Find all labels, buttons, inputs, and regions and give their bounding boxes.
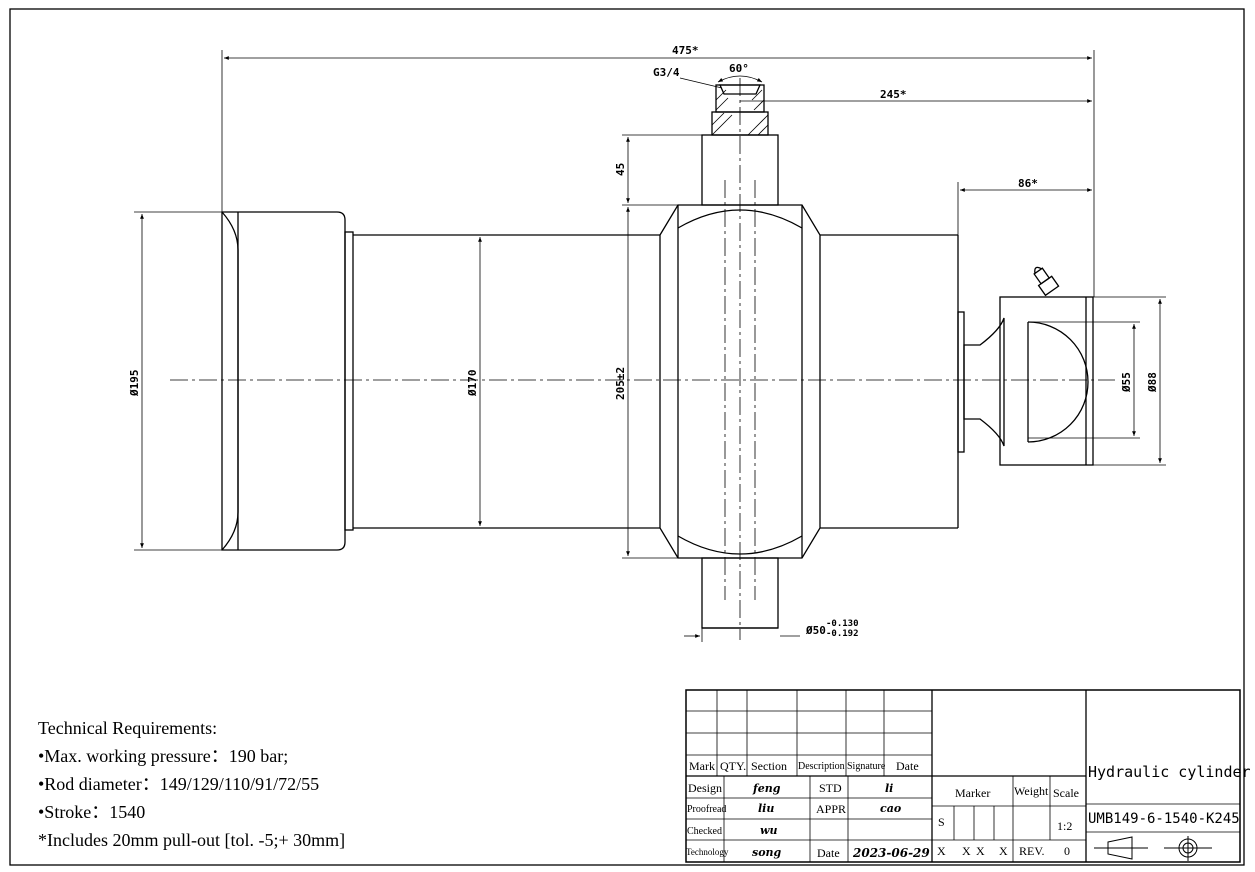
end-cap [221,211,346,551]
requirement-item: *Includes 20mm pull-out [tol. -5;+ 30mm] [38,830,345,850]
drawing-frame [9,8,1245,866]
dim-overall-length: 475* [672,44,699,57]
dimension-lines [134,50,1166,642]
tb-s-label: S [938,815,945,829]
tb-std-name: li [885,782,893,795]
requirement-item: •Rod diameter：149/129/110/91/72/55 [38,774,319,794]
tb-header-signature: Signature [847,761,886,772]
tb-appr-name: cao [880,802,901,815]
dim-port-to-end: 245* [880,88,907,101]
requirements-title: Technical Requirements: [38,718,217,738]
tb-header-date: Date [896,759,919,773]
tb-x-mark: X [999,844,1008,858]
tb-std-label: STD [819,781,842,795]
tb-scale-value: 1:2 [1057,819,1072,833]
port-hatching [711,89,769,136]
title-block-grid [685,689,1241,863]
dim-port-thread: G3/4 [653,66,680,79]
tb-x-mark: X [976,844,985,858]
dim-outer-diameter: Ø195 [128,370,141,398]
tb-rev-label: REV. [1019,844,1044,858]
eye-head [999,296,1094,466]
cylinder-body [221,84,1094,629]
tb-design-name: feng [752,782,781,795]
tb-header-section: Section [751,759,787,773]
dim-tol-upper: -0.130 [826,619,859,629]
tb-appr-label: APPR [816,802,846,816]
dim-tube-diameter: Ø170 [466,370,479,398]
requirement-item: •Max. working pressure：190 bar; [38,746,288,766]
tb-proofread-label: Proofread [687,804,726,815]
grease-nipple [1033,266,1060,297]
step-ring [344,231,354,531]
tb-design-label: Design [688,781,722,795]
dim-trunnion-diameter: Ø50 [805,624,826,637]
tb-technology-name: song [752,846,782,859]
tb-date-value: 2023-06-29 [852,846,930,860]
tb-product-name: Hydraulic cylinder [1088,763,1251,781]
tb-header-mark: Mark [689,759,715,773]
tb-marker-label: Marker [955,786,990,800]
eye-bore [1027,321,1089,443]
tb-date-label: Date [817,846,840,860]
tb-checked-label: Checked [687,826,722,837]
dim-eye-bore: Ø55 [1120,372,1133,393]
centerlines [170,78,1115,640]
rod-neck [963,317,1005,447]
tb-weight-label: Weight [1014,784,1049,798]
tb-scale-label: Scale [1053,786,1079,800]
tb-x-mark: X [937,844,946,858]
tb-checked-name: wu [760,824,777,837]
dim-trunnion-span: 205±2 [614,367,627,400]
tb-proofread-name: liu [758,802,774,815]
tb-rev-value: 0 [1064,844,1070,858]
end-cap-chamfer [221,211,239,551]
dim-tol-lower: -0.192 [826,629,859,639]
tb-header-qty: QTY. [720,759,746,773]
dim-eye-outer: Ø88 [1146,372,1159,393]
dim-eye-offset: 86* [1018,177,1038,190]
tb-header-description: Description [798,761,845,772]
tb-part-number: UMB149-6-1540-K245 [1088,811,1240,827]
requirement-item: •Stroke：1540 [38,802,145,822]
tb-x-mark: X [962,844,971,858]
tb-technology-label: Technology [686,847,729,857]
dim-port-angle: 60° [729,62,749,75]
projection-symbol-icon [1094,836,1212,861]
dim-port-boss-height: 45 [614,163,627,176]
